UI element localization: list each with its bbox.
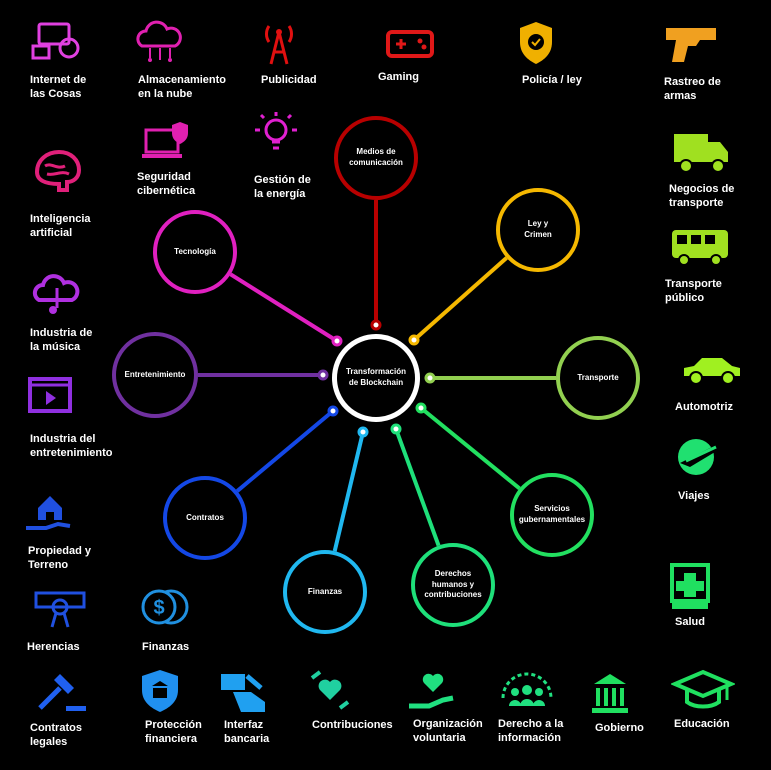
connector-dot-medios <box>370 319 382 331</box>
node-contratos: Contratos <box>163 476 247 560</box>
police-badge-icon <box>504 18 568 66</box>
item-label: Salud <box>675 616 705 628</box>
item-label: Viajes <box>678 490 710 502</box>
connector-line-derechos <box>394 428 441 547</box>
node-transporte: Transporte <box>556 336 640 420</box>
node-ley-crimen: Ley y Crimen <box>496 188 580 272</box>
connector-dot-contratos <box>327 405 339 417</box>
node-tecnologia: Tecnología <box>153 210 237 294</box>
lightbulb-icon <box>244 108 308 156</box>
government-building-icon <box>578 668 642 716</box>
item-label: Herencias <box>27 641 80 653</box>
item-label: Policía / ley <box>522 74 582 86</box>
laptop-shield-icon <box>134 118 198 166</box>
shield-bank-icon <box>128 666 192 714</box>
coins-icon: $ <box>133 583 197 631</box>
connector-line-tecnologia <box>229 272 339 343</box>
heart-hands-icon <box>298 666 362 714</box>
car-icon <box>680 346 744 394</box>
item-label: Gaming <box>378 71 419 83</box>
graduation-cap-icon <box>669 666 737 714</box>
connector-dot-derechos <box>390 423 402 435</box>
item-label: Automotriz <box>675 401 734 413</box>
cloud-icon <box>128 18 192 66</box>
item-label: Derecho a la información <box>498 718 564 744</box>
connector-dot-ley-crimen <box>408 334 420 346</box>
devices-icon <box>25 18 89 66</box>
brain-icon <box>25 146 89 194</box>
video-icon <box>20 373 84 421</box>
scroll-icon <box>28 583 92 631</box>
item-label: Rastreo de armas <box>664 76 721 102</box>
connector-dot-transporte <box>424 372 436 384</box>
item-label: Industria de la música <box>30 327 93 353</box>
medical-cross-icon <box>658 563 722 611</box>
item-label: Contratos legales <box>30 722 82 748</box>
connector-dot-finanzas <box>357 426 369 438</box>
people-icon <box>495 666 559 714</box>
globe-plane-icon <box>666 433 730 481</box>
node-derechos: Derechos humanos y contribuciones <box>411 543 495 627</box>
music-cloud-icon <box>25 270 89 318</box>
gamepad-icon <box>378 20 442 68</box>
node-finanzas: Finanzas <box>283 550 367 634</box>
item-label: Contribuciones <box>312 719 393 731</box>
connector-line-contratos <box>235 409 335 493</box>
truck-icon <box>668 126 732 174</box>
item-label: Protección financiera <box>145 719 202 745</box>
item-label: Almacenamiento en la nube <box>138 74 227 100</box>
item-label: Propiedad y Terreno <box>28 545 91 571</box>
item-label: Transporte público <box>665 278 722 304</box>
connector-line-ley-crimen <box>412 256 508 342</box>
connector-dot-servicios <box>415 402 427 414</box>
item-label: Internet de las Cosas <box>30 74 87 100</box>
item-label: Seguridad cibernética <box>137 171 196 197</box>
item-label: Finanzas <box>142 641 190 653</box>
bus-icon <box>668 222 732 270</box>
node-medios: Medios de comunicación <box>334 116 418 200</box>
item-label: Gestión de la energía <box>254 174 311 200</box>
antenna-tower-icon <box>247 18 311 66</box>
item-label: Interfaz bancaria <box>224 719 270 745</box>
connector-line-servicios <box>419 406 521 490</box>
gun-icon <box>660 18 724 66</box>
item-label: Inteligencia artificial <box>30 213 91 239</box>
node-entretenimiento: Entretenimiento <box>112 332 198 418</box>
card-hand-icon <box>213 666 277 714</box>
gavel-icon <box>30 666 94 714</box>
item-label: Organización voluntaria <box>413 718 483 744</box>
item-label: Industria del entretenimiento <box>30 433 113 459</box>
item-label: Gobierno <box>595 722 644 734</box>
item-label: Negocios de transporte <box>669 183 735 209</box>
heart-hand-icon <box>401 666 465 714</box>
item-label: Publicidad <box>261 74 317 86</box>
item-label: Educación <box>674 718 730 730</box>
house-hand-icon <box>18 488 82 536</box>
center-node: Transformación de Blockchain <box>332 334 420 422</box>
node-servicios: Servicios gubernamentales <box>510 473 594 557</box>
svg-text:$: $ <box>153 597 164 619</box>
connector-dot-tecnologia <box>331 335 343 347</box>
connector-dot-entretenimiento <box>317 369 329 381</box>
connector-line-finanzas <box>332 431 365 552</box>
